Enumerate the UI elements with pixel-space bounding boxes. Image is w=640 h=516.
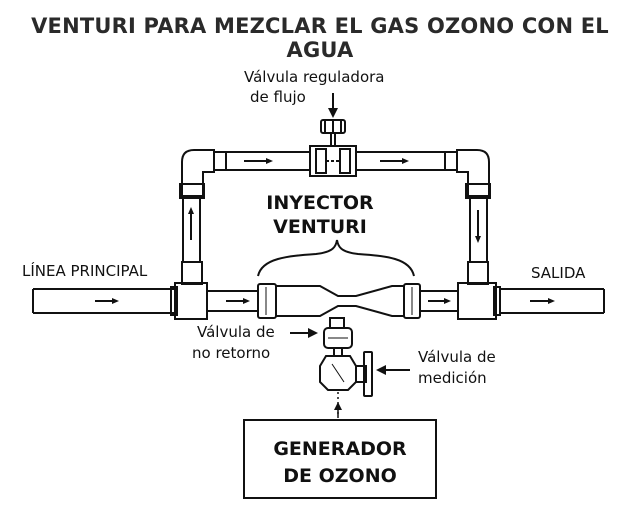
- ozone-generator-box: [243, 419, 437, 499]
- flow-valve-label-line2: de flujo: [250, 88, 306, 106]
- right-vertical-pipe: [469, 198, 488, 262]
- injector-brace: [257, 239, 415, 277]
- right-tee-fitting: [457, 261, 501, 320]
- diagram-title: VENTURI PARA MEZCLAR EL GAS OZONO CON EL…: [31, 14, 609, 62]
- flow-valve-label-line1: Válvula reguladora: [244, 68, 385, 86]
- venturi-injector-body: [257, 283, 421, 319]
- main-line-pipe: [32, 288, 175, 314]
- main-line-label: LÍNEA PRINCIPAL: [22, 262, 148, 280]
- ozone-generator-label: GENERADOR DE OZONO: [244, 436, 436, 490]
- top-pipe-left: [226, 151, 310, 171]
- outlet-pipe: [500, 288, 605, 314]
- left-tee-fitting: [170, 261, 208, 320]
- check-valve-label-line1: Válvula de: [197, 323, 275, 341]
- metering-valve-label-line2: medición: [418, 369, 487, 387]
- generator-label-line2: DE OZONO: [283, 465, 397, 487]
- flow-regulating-valve: [309, 119, 357, 177]
- injector-label-line1: INYECTOR: [266, 192, 374, 214]
- check-valve-label-line2: no retorno: [192, 344, 271, 362]
- top-pipe-right: [356, 151, 445, 171]
- metering-valve: [319, 351, 373, 397]
- generator-label-line1: GENERADOR: [273, 438, 407, 460]
- pointer-arrows: [290, 93, 410, 418]
- check-valve: [323, 317, 353, 356]
- outlet-label: SALIDA: [531, 264, 586, 282]
- injector-label-line2: VENTURI: [273, 216, 367, 238]
- injector-outlet-pipe: [420, 290, 458, 312]
- top-right-elbow: [444, 149, 491, 199]
- top-left-elbow: [179, 149, 227, 199]
- left-vertical-pipe: [182, 198, 201, 262]
- injector-inlet-pipe: [207, 290, 258, 312]
- injector-label: INYECTOR VENTURI: [245, 191, 395, 239]
- metering-valve-label-line1: Válvula de: [418, 348, 496, 366]
